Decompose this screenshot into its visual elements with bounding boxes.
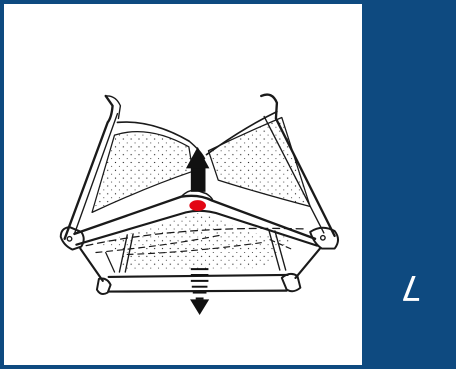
illustration-frame xyxy=(0,0,366,369)
step-panel: 7 xyxy=(366,0,456,369)
pull-up-arrow-icon xyxy=(185,146,210,192)
playard-frame-icon xyxy=(59,93,340,295)
step-number: 7 xyxy=(400,267,422,307)
playard-fold-illustration xyxy=(59,93,340,315)
red-release-dot-icon xyxy=(189,200,206,211)
push-down-arrow-icon xyxy=(190,268,210,315)
